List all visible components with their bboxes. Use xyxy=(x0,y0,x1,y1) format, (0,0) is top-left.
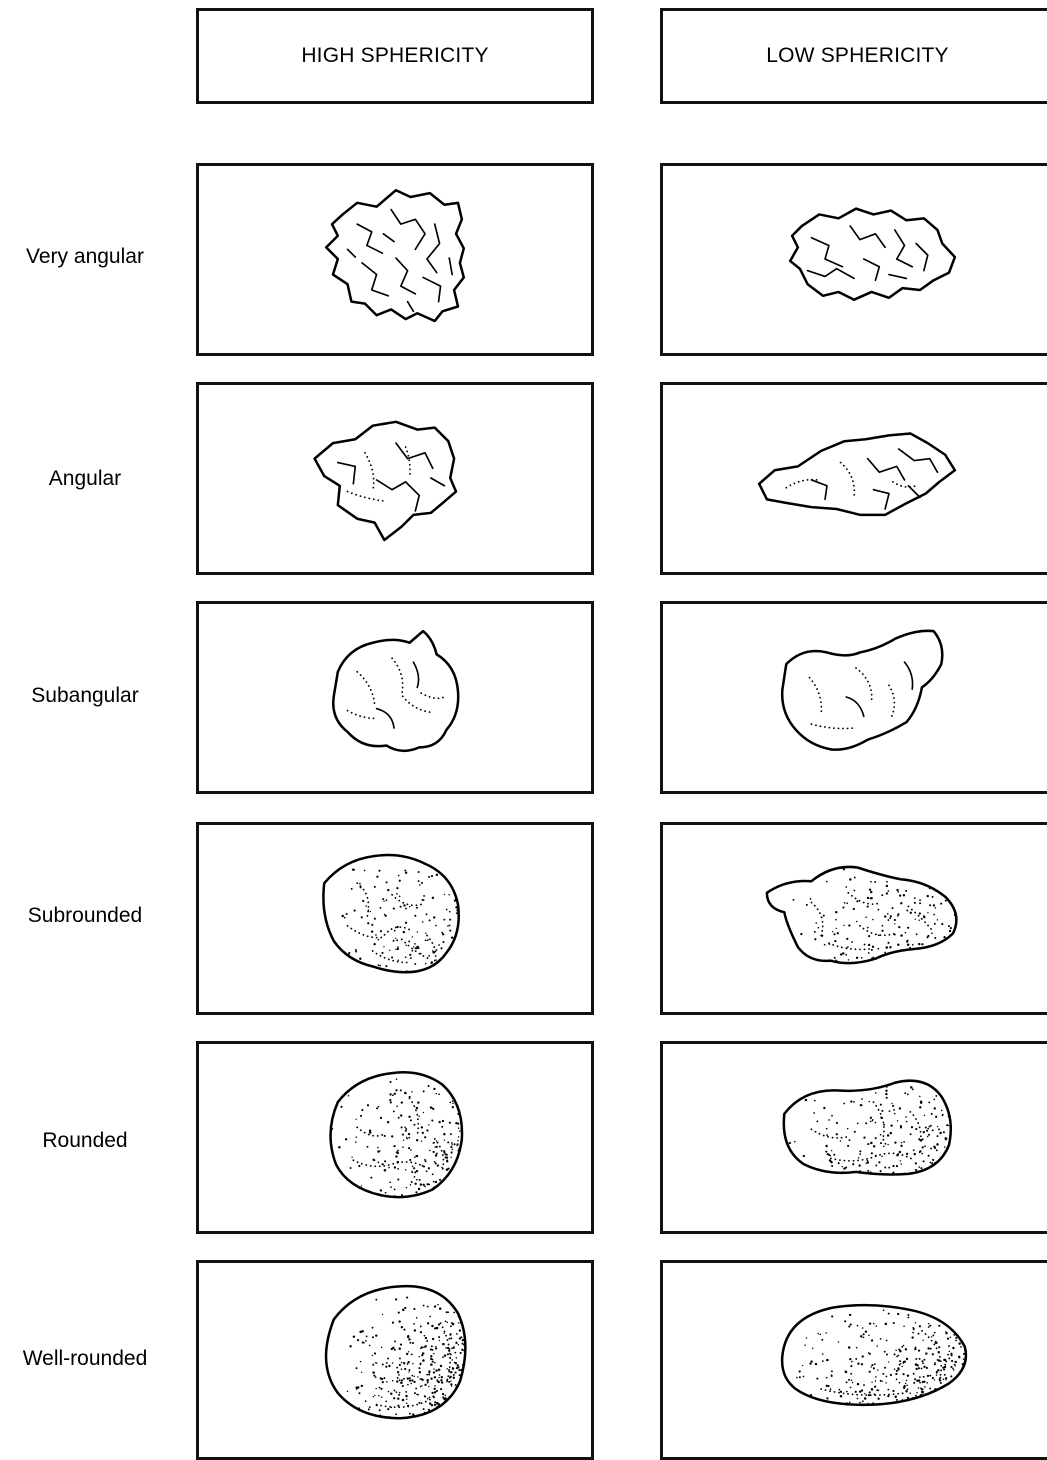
row-label-angular: Angular xyxy=(0,467,170,491)
very-angular-high-sphericity-cell xyxy=(196,163,594,356)
very-angular-high-sphericity-grain-icon xyxy=(199,166,591,353)
subangular-high-sphericity-cell xyxy=(196,601,594,794)
very-angular-low-sphericity-grain-icon xyxy=(663,166,1047,353)
high-sphericity-header: HIGH SPHERICITY xyxy=(196,8,594,104)
subangular-low-sphericity-grain-icon xyxy=(663,604,1047,791)
angular-low-sphericity-cell xyxy=(660,382,1047,575)
rounded-high-sphericity-grain-icon xyxy=(199,1044,591,1231)
low-sphericity-header-label: LOW SPHERICITY xyxy=(766,44,949,68)
angular-high-sphericity-cell xyxy=(196,382,594,575)
row-label-very-angular: Very angular xyxy=(0,245,170,269)
low-sphericity-header: LOW SPHERICITY xyxy=(660,8,1047,104)
rounded-low-sphericity-cell xyxy=(660,1041,1047,1234)
very-angular-low-sphericity-cell xyxy=(660,163,1047,356)
high-sphericity-header-label: HIGH SPHERICITY xyxy=(301,44,488,68)
rounded-low-sphericity-grain-icon xyxy=(663,1044,1047,1231)
angular-high-sphericity-grain-icon xyxy=(199,385,591,572)
row-label-subangular: Subangular xyxy=(0,684,170,708)
subangular-low-sphericity-cell xyxy=(660,601,1047,794)
stipple-texture xyxy=(331,1078,461,1197)
subrounded-high-sphericity-cell xyxy=(196,822,594,1015)
subrounded-low-sphericity-grain-icon xyxy=(663,825,1047,1012)
stipple-texture xyxy=(796,1309,967,1404)
stipple-texture xyxy=(789,1086,950,1175)
rounded-high-sphericity-cell xyxy=(196,1041,594,1234)
stipple-texture xyxy=(341,868,458,972)
angular-low-sphericity-grain-icon xyxy=(663,385,1047,572)
row-label-rounded: Rounded xyxy=(0,1129,170,1153)
subangular-high-sphericity-grain-icon xyxy=(199,604,591,791)
well-rounded-high-sphericity-cell xyxy=(196,1260,594,1460)
well-rounded-low-sphericity-cell xyxy=(660,1260,1047,1460)
well-rounded-high-sphericity-grain-icon xyxy=(199,1263,591,1457)
stipple-texture xyxy=(793,868,956,963)
row-label-subrounded: Subrounded xyxy=(0,904,170,928)
well-rounded-low-sphericity-grain-icon xyxy=(663,1263,1047,1457)
row-label-well-rounded: Well-rounded xyxy=(0,1347,170,1371)
subrounded-low-sphericity-cell xyxy=(660,822,1047,1015)
subrounded-high-sphericity-grain-icon xyxy=(199,825,591,1012)
